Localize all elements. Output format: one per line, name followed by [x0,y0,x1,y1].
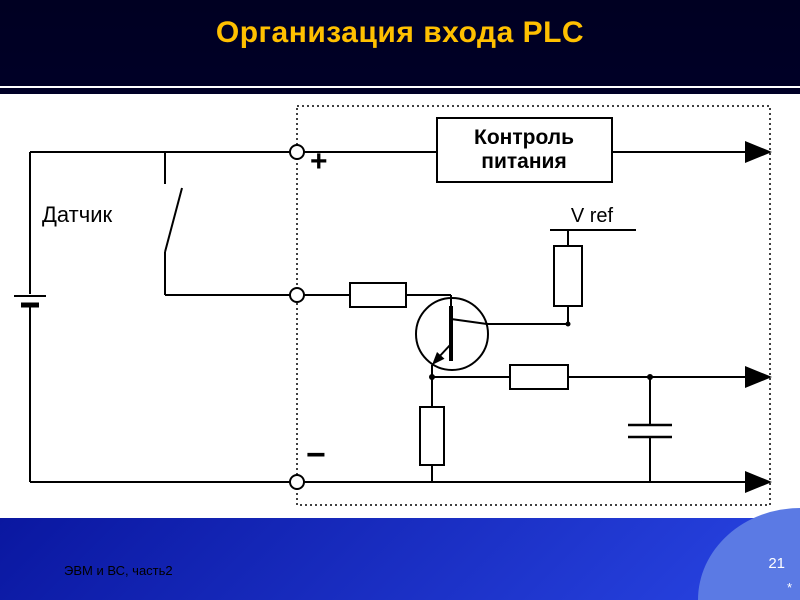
emitter-arrowhead [432,352,445,365]
input-series-resistor [349,282,407,308]
vref-label: V ref [571,205,614,227]
page-number: 21 [768,555,785,572]
plus-label: + [310,145,328,178]
output-arrow-middle [745,366,772,388]
sensor-label: Датчик [42,202,112,227]
plc-boundary-dotted-box [296,105,771,506]
power-control-box: Контроль питания [436,117,613,183]
vref-branch: V ref [487,205,636,327]
transistor-symbol [415,295,489,371]
capacitor-symbol [628,423,672,439]
vref-resistor [553,245,583,307]
terminal-minus [289,474,305,490]
output-arrow-bottom [745,471,772,493]
transistor-collector-lead [450,318,488,325]
battery-symbol [14,295,46,308]
footnote-marker: * [786,580,792,595]
output-series-resistor [509,364,569,390]
circuit-diagram: Датчик Контроль питания [14,105,772,506]
terminal-plus [289,144,305,160]
sensor-circuit [14,151,290,483]
output-arrow-top [745,141,772,163]
minus-label: − [306,436,326,474]
terminal-signal [289,287,305,303]
output-stage [419,364,772,482]
power-control-label-line2: питания [481,150,566,173]
emitter-resistor [419,406,445,466]
footer-band: ЭВМ и ВС, часть2 21 * [0,508,800,600]
corner-accent-shape [698,508,800,600]
footer-text: ЭВМ и ВС, часть2 [64,563,173,578]
content-area: Датчик Контроль питания [0,94,800,518]
separator-line [0,86,800,88]
power-control-label-line1: Контроль [474,126,574,149]
switch-symbol [164,152,183,295]
slide-title: Организация входа PLC [215,16,585,49]
